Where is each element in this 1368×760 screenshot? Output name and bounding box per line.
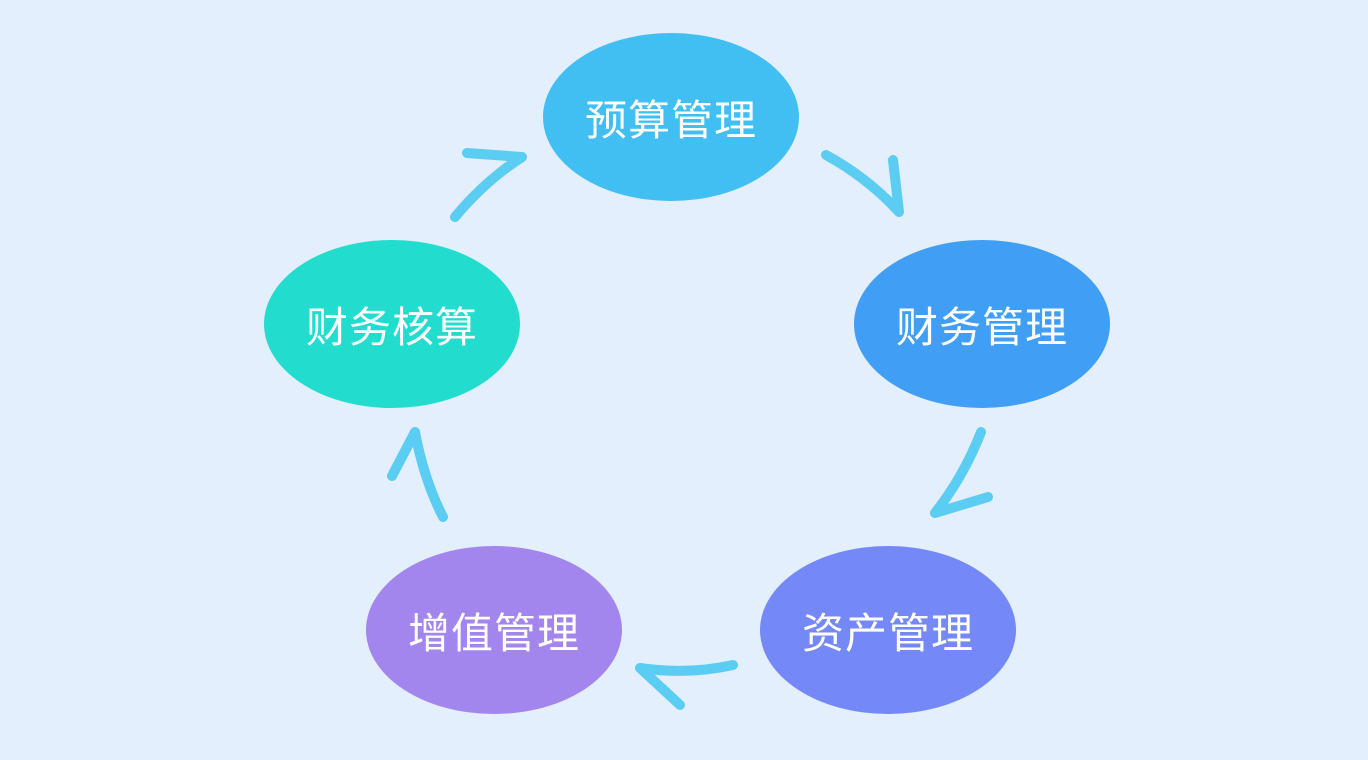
node-label: 预算管理 xyxy=(584,95,757,145)
node-label: 财务管理 xyxy=(895,302,1068,352)
node-value-added-management: 增值管理 xyxy=(366,546,622,714)
node-label: 增值管理 xyxy=(407,608,580,658)
arrow-accounting-to-budget xyxy=(450,148,527,222)
arrow-finance-to-asset xyxy=(930,427,993,518)
node-label: 财务核算 xyxy=(305,302,478,352)
arrow-value-added-to-accounting xyxy=(387,427,448,522)
node-financial-accounting: 财务核算 xyxy=(264,240,520,408)
node-financial-management: 财务管理 xyxy=(854,240,1110,408)
arrow-budget-to-finance xyxy=(821,150,904,217)
node-label: 资产管理 xyxy=(801,608,974,658)
node-budget-management: 预算管理 xyxy=(543,33,799,201)
arrow-asset-to-value-added xyxy=(635,660,738,710)
node-asset-management: 资产管理 xyxy=(760,546,1016,714)
